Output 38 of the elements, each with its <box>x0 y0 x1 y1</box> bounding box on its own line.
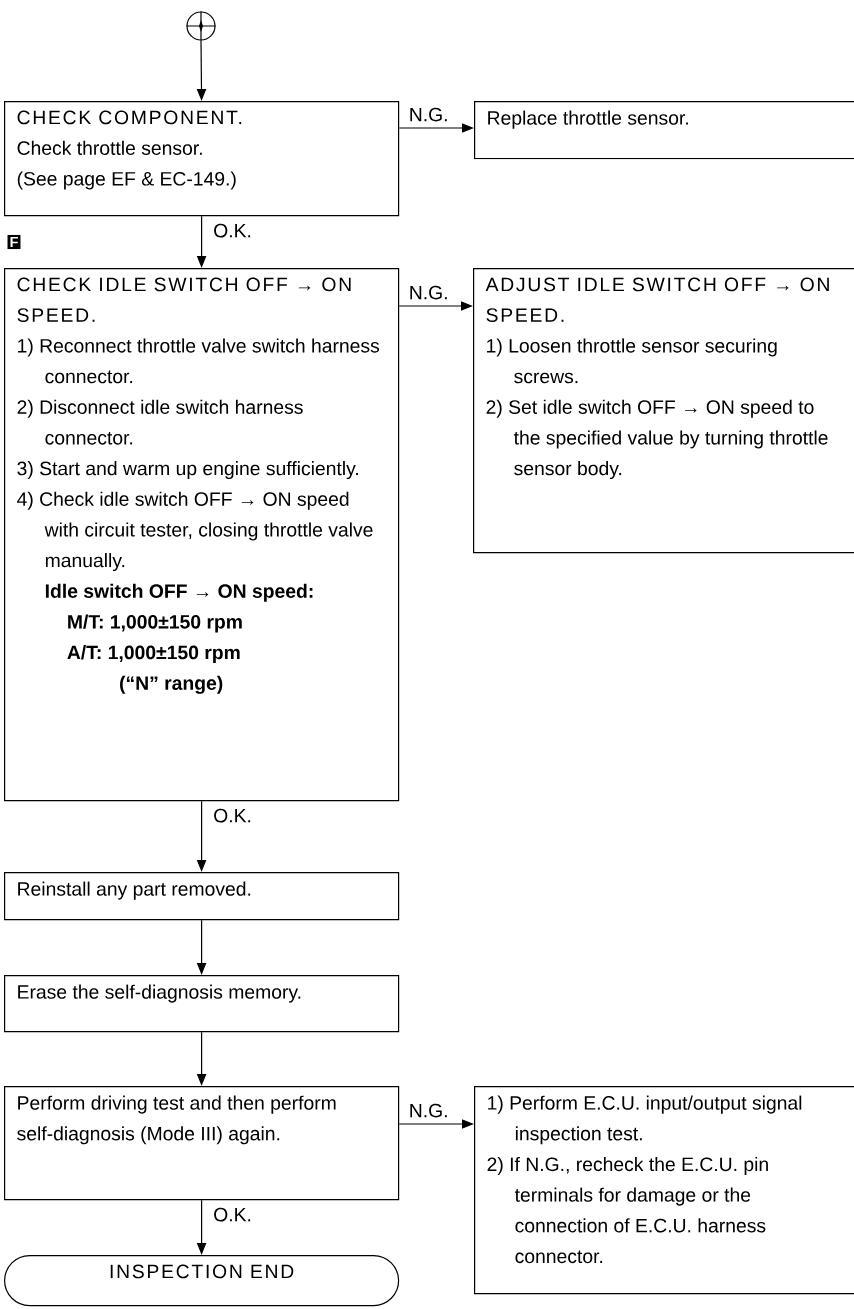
step-text: 2) If N.G., recheck the E.C.U. pin terminals for damage or the connection of E.C.U. harness connector. <box>487 1156 768 1264</box>
body-text: Erase the self-diagnosis memory. <box>18 984 301 1003</box>
terminal-box <box>4 1255 400 1307</box>
process-box <box>474 1086 854 1295</box>
step-text: 2) Set idle switch OFF → ON speed to the specified value by turning throttle sensor body. <box>486 399 828 480</box>
edge-label: N.G. <box>410 285 447 300</box>
connector-symbol <box>185 10 217 42</box>
heading-text: CHECK COMPONENT. <box>17 110 242 125</box>
spec-text: M/T: 1,000±150 rpm <box>68 614 242 633</box>
edge-label: O.K. <box>214 1207 251 1222</box>
step-text: 3) Start and warm up engine sufficiently. <box>17 461 358 480</box>
process-box <box>4 872 400 921</box>
process-box <box>473 268 854 554</box>
terminal-text: INSPECTION END <box>110 1264 294 1279</box>
heading-text: CHECK IDLE SWITCH OFF → ON SPEED. <box>17 277 351 322</box>
process-box <box>4 268 400 802</box>
body-text: Perform driving test and then perform self-diagnosis (Mode III) again. <box>17 1095 336 1145</box>
process-box <box>474 101 854 160</box>
step-text: 1) Reconnect throttle valve switch harness connector. <box>18 338 380 384</box>
edge-label: O.K. <box>214 808 251 823</box>
edge-label: N.G. <box>410 107 447 122</box>
step-text: 1) Perform E.C.U. input/output signal inspection test. <box>488 1095 802 1145</box>
body-text: Replace throttle sensor. <box>488 110 688 129</box>
process-box <box>4 975 400 1033</box>
step-text: 2) Disconnect idle switch harness connector. <box>17 399 303 445</box>
edge-label: O.K. <box>214 223 251 238</box>
body-text: (See page EF & EC-149.) <box>17 171 236 190</box>
step-text: 4) Check idle switch OFF → ON speed with circuit tester, closing throttle valve manually. <box>17 491 373 572</box>
heading-text: ADJUST IDLE SWITCH OFF → ON SPEED. <box>485 277 829 322</box>
body-text: Check throttle sensor. <box>17 140 202 155</box>
process-box <box>4 1086 400 1201</box>
body-text: Reinstall any part removed. <box>18 881 251 900</box>
process-box <box>4 101 400 217</box>
edge-label: N.G. <box>410 1103 447 1118</box>
spec-text: A/T: 1,000±150 rpm <box>67 645 240 664</box>
spec-text: Idle switch OFF → ON speed: <box>45 583 313 602</box>
spec-text: (“N” range) <box>120 675 223 694</box>
step-text: 1) Loosen throttle sensor securing screws. <box>487 338 777 384</box>
